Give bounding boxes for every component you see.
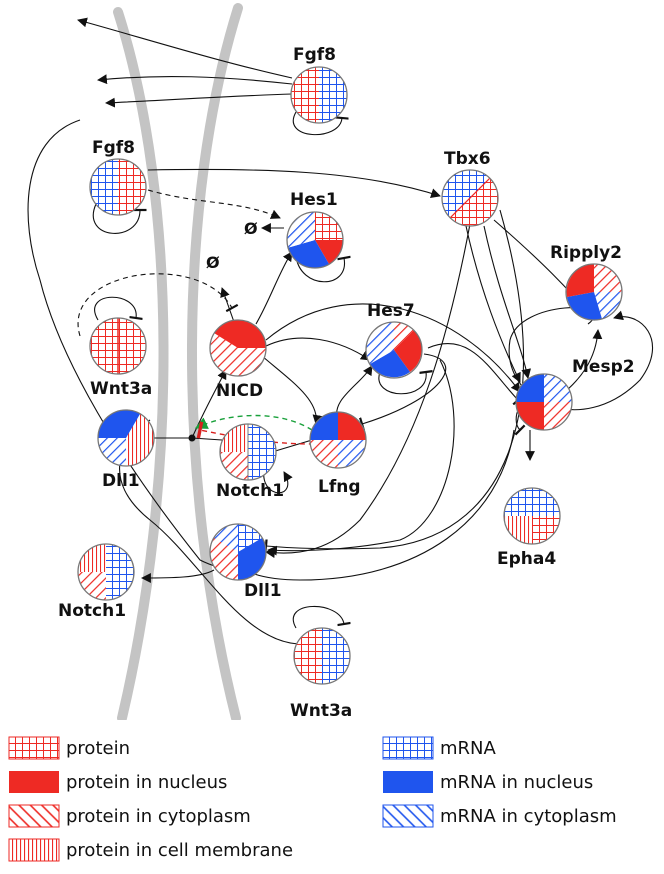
node-ripply2: Ripply2 [550,243,623,321]
node-label-lfng: Lfng [318,477,361,497]
node-label-dll1-mid: Dll1 [244,581,282,601]
mrna-nucleus-swatch-icon [383,771,433,793]
edge-wnt3a-nicd-dashed [77,273,239,337]
mrna-cytoplasm-swatch-icon [382,804,434,828]
edge-hes7-mesp2 [427,342,524,406]
legend-item-mrna: mRNA [382,734,496,762]
edge-fgf8-out-2 [97,74,293,85]
node-label-notch1-mid: Notch1 [216,481,284,501]
edge-wnt3a-bottom-self [292,605,351,629]
edge-node-nicd [191,369,227,439]
edge-hes1-self [295,255,351,283]
node-label-epha4: Epha4 [497,549,556,569]
legend-item-protein: protein [8,734,130,762]
legend-label: mRNA in nucleus [440,771,594,793]
node-tbx6: Tbx6 [441,149,499,227]
node-label-nicd: NICD [216,381,263,401]
node-notch1-mid: Notch1 [216,423,284,501]
null-symbol-nicd: Ø [206,253,220,272]
edge-lfng-notch1 [269,439,313,459]
legend-item-mrna-cytoplasm: mRNA in cytoplasm [382,802,617,830]
edge-nicd-hes7 [265,337,371,361]
legend-label: protein in cytoplasm [66,805,251,827]
node-label-tbx6: Tbx6 [444,149,491,169]
node-dll1-mid: Dll1 [209,523,282,601]
node-fgf8-left: Fgf8 [89,138,147,216]
node-hes1: Hes1 [286,190,344,269]
node-hes7: Hes7 [365,301,423,379]
node-label-ripply2: Ripply2 [550,243,622,263]
edge-hes7-self [378,370,433,395]
edge-tbx6-mesp2-2 [483,225,532,379]
legend-item-protein-nucleus: protein in nucleus [8,768,227,796]
node-label-hes7: Hes7 [367,301,415,321]
edge-dll1-notch1 [141,569,215,583]
node-notch1-left: Notch1 [58,543,135,621]
node-epha4: Epha4 [497,487,561,569]
gene-network-diagram: Ø Ø Fgf8 Fgf8 Tbx6 [27,3,654,720]
edge-nicd-null [220,287,235,323]
node-dll1-left: Dll1 [97,409,155,491]
protein-cytoplasm-swatch-icon [8,804,60,828]
membrane-left [113,7,169,720]
legend-label: protein in cell membrane [66,839,294,861]
legend: protein protein in nucleus protein in cy… [0,728,664,874]
node-label-wnt3a-bottom: Wnt3a [290,701,352,720]
protein-swatch-icon [8,736,60,760]
legend-item-protein-membrane: protein in cell membrane [8,836,293,864]
edge-notch1-self [263,469,293,494]
node-fgf8-top: Fgf8 [290,45,348,124]
node-label-hes1: Hes1 [290,190,338,210]
membrane-right [187,3,243,720]
node-label-fgf8-left: Fgf8 [92,138,135,158]
legend-label: mRNA [440,737,496,759]
edge-fgf8-out-1 [77,17,293,79]
node-label-mesp2: Mesp2 [572,357,635,377]
legend-label: protein in nucleus [66,771,228,793]
legend-item-protein-cytoplasm: protein in cytoplasm [8,802,251,830]
node-nicd: NICD [209,319,267,401]
protein-membrane-swatch-icon [8,838,60,862]
node-label-fgf8-top: Fgf8 [293,45,336,65]
protein-nucleus-swatch-icon [9,771,59,793]
legend-label: protein [66,737,130,759]
edge-nicd-hes1 [255,251,293,325]
edge-tbx6-dll1 [265,223,471,558]
edge-nicd-lfng [261,355,323,425]
node-label-wnt3a-left: Wnt3a [90,379,152,399]
node-lfng: Lfng [309,411,367,497]
junction-dot [188,434,196,442]
edge-hes7-dll1 [267,359,455,556]
node-wnt3a-bottom: Wnt3a [290,627,352,720]
edge-fgf8-self [292,111,349,136]
edge-fgf8-tbx6 [147,168,441,198]
node-mesp2: Mesp2 [515,357,635,431]
edge-hes7-lfng [359,353,447,431]
edge-nicd-mesp2 [265,303,521,393]
edge-fgf8-out-3 [105,93,293,108]
node-label-notch1-left: Notch1 [58,601,126,621]
edge-fgf8-left-self [92,203,147,234]
legend-item-mrna-nucleus: mRNA in nucleus [382,768,593,796]
legend-label: mRNA in cytoplasm [440,805,617,827]
edge-lfng-green-dashed [194,414,313,431]
node-label-dll1-left: Dll1 [102,471,140,491]
edge-wnt3a-self [94,296,143,321]
mrna-swatch-icon [382,736,434,760]
edge-tbx6-mesp2-1 [465,225,521,383]
edge-loop-right-dll1 [264,209,525,553]
null-symbol-hes1: Ø [244,219,258,238]
edge-fgf8-hes1-dashed [147,189,281,219]
node-wnt3a-left: Wnt3a [89,317,152,399]
